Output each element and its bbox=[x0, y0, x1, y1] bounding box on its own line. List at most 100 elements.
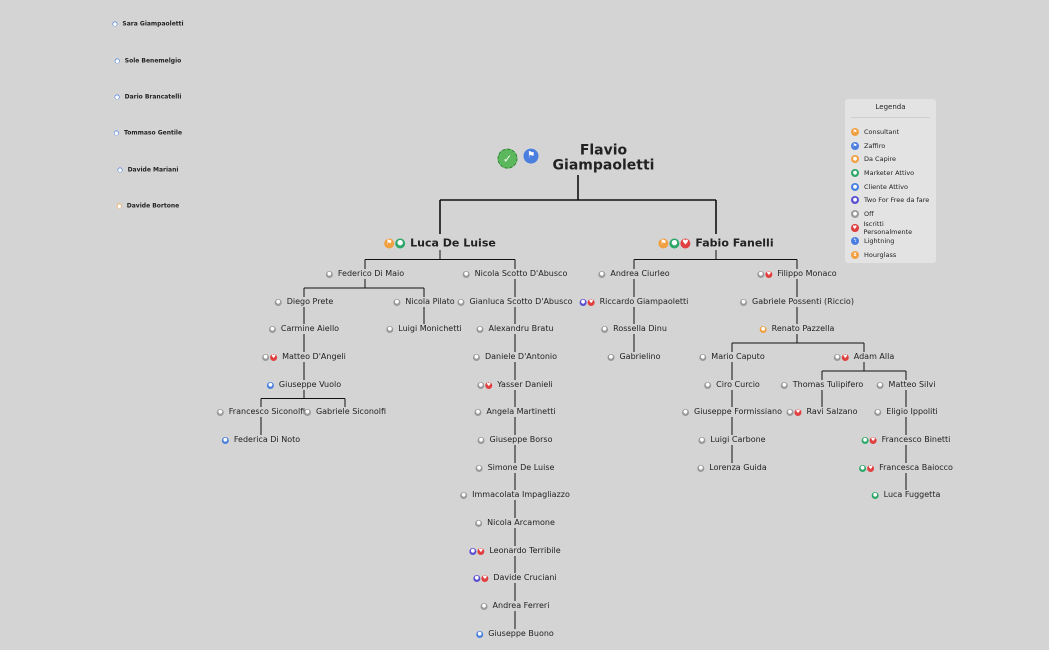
tree-node[interactable]: ●Andrea Ciurleo bbox=[598, 270, 670, 278]
tree-node[interactable]: ●Giuseppe Buono bbox=[476, 630, 554, 638]
side-list-item[interactable]: ●Sole Benemelgio bbox=[114, 58, 181, 65]
user-icon: ● bbox=[474, 408, 482, 416]
node-icons: ●♥ bbox=[473, 574, 489, 582]
tree-node[interactable]: ●Simone De Luise bbox=[475, 464, 554, 472]
user-icon: ● bbox=[262, 353, 270, 361]
tree-node[interactable]: ●Lorenza Guida bbox=[697, 464, 767, 472]
user-icon: ● bbox=[460, 491, 468, 499]
user-icon: ● bbox=[268, 325, 276, 333]
tree-node[interactable]: ●♥Filippo Monaco bbox=[757, 270, 837, 278]
tree-node[interactable]: ●♥Ravi Salzano bbox=[786, 407, 858, 416]
tree-node[interactable]: ●Luigi Monichetti bbox=[386, 325, 462, 333]
tree-node[interactable]: ●♥Riccardo Giampaoletti bbox=[579, 297, 689, 306]
tree-node[interactable]: ●♥Francesco Binetti bbox=[861, 436, 950, 444]
node-icons: ●♥ bbox=[579, 298, 596, 306]
tree-node[interactable]: ●Daniele D'Antonio bbox=[472, 353, 557, 361]
node-icons: ● bbox=[462, 270, 471, 278]
heart-icon: ♥ bbox=[485, 381, 493, 389]
node-icons: ●♥ bbox=[833, 353, 850, 361]
node-label: Francesco Siconolfi bbox=[228, 407, 306, 416]
tree-node[interactable]: ●♥Leonardo Terribile bbox=[469, 547, 561, 555]
node-label: Riccardo Giampaoletti bbox=[599, 297, 689, 306]
node-icons: ● bbox=[266, 381, 275, 389]
side-list-item[interactable]: ●Tommaso Gentile bbox=[113, 130, 182, 137]
node-icons: ● bbox=[697, 464, 705, 472]
tree-node[interactable]: ●Giuseppe Borso bbox=[477, 436, 552, 444]
tree-node[interactable]: ●Rossella Dinu bbox=[601, 325, 667, 333]
tree-node[interactable]: ●Mario Caputo bbox=[699, 353, 765, 361]
heart-icon: ♥ bbox=[869, 436, 877, 444]
user-icon: ● bbox=[476, 630, 484, 638]
tree-node[interactable]: ●♥Adam Alla bbox=[833, 352, 895, 361]
tree-node[interactable]: ●Diego Prete bbox=[274, 298, 333, 306]
tree-node[interactable]: ●♥Matteo D'Angeli bbox=[262, 353, 346, 361]
tree-node[interactable]: ●Federico Di Maio bbox=[325, 270, 404, 278]
tree-node[interactable]: ●Andrea Ferreri bbox=[480, 602, 549, 610]
node-label: Immacolata Impagliazzo bbox=[472, 490, 570, 499]
side-list-label: Sara Giampaoletti bbox=[122, 20, 184, 28]
tree-node[interactable]: ● Immacolata Impagliazzo bbox=[460, 491, 570, 499]
tree-node[interactable]: ●Nicola Pilato bbox=[393, 298, 455, 306]
user-icon: ● bbox=[117, 167, 123, 173]
side-list-item[interactable]: ● Sara Giampaoletti bbox=[112, 20, 184, 28]
tree-node[interactable]: ●Federica Di Noto bbox=[221, 436, 300, 444]
tree-node[interactable]: ●Giuseppe Vuolo bbox=[266, 381, 341, 389]
tree-node[interactable]: ●♥Francesca Baiocco bbox=[859, 464, 953, 472]
tree-node[interactable]: ●Renato Pazzella bbox=[759, 325, 834, 333]
user-icon: ● bbox=[386, 325, 394, 333]
legend-item: ●Da Capire bbox=[851, 152, 930, 166]
tree-node[interactable]: ●Ciro Curcio bbox=[704, 381, 760, 389]
tree-node[interactable]: ●Matteo Silvi bbox=[876, 381, 935, 389]
tree-node[interactable]: ●Angela Martinetti bbox=[474, 408, 556, 416]
legend-divider bbox=[851, 117, 930, 118]
flag-icon: ⚑ bbox=[851, 127, 859, 136]
tree-node[interactable]: ●Carmine Aiello bbox=[268, 325, 339, 333]
user-icon: ● bbox=[698, 436, 706, 444]
tree-node[interactable]: ●Alexandru Bratu bbox=[476, 325, 554, 333]
tree-node[interactable]: ●Gianluca Scotto D'Abusco bbox=[457, 298, 573, 306]
user-icon: ● bbox=[681, 408, 689, 416]
user-icon: ● bbox=[699, 353, 707, 361]
legend-item-label: Off bbox=[864, 209, 874, 218]
legend-item: ●Off bbox=[851, 207, 930, 221]
user-icon: ● bbox=[851, 182, 859, 191]
tree-node[interactable]: ●Nicola Scotto D'Abusco bbox=[462, 270, 567, 278]
tree-node[interactable]: ⚑●Luca De Luise bbox=[384, 238, 496, 249]
node-icons: ●♥ bbox=[859, 464, 875, 472]
tree-node[interactable]: ●Luca Fuggetta bbox=[871, 491, 940, 499]
tree-node[interactable]: ●Gabrielino bbox=[607, 353, 661, 361]
tree-node[interactable]: ●Eligio Ippoliti bbox=[874, 408, 938, 416]
tree-node[interactable]: ●Nicola Arcamone bbox=[475, 519, 555, 527]
tree-node[interactable]: ●Francesco Siconolfi bbox=[216, 407, 306, 416]
tree-node[interactable]: ●Gabriele Siconolfi bbox=[303, 408, 386, 416]
node-icons: ● bbox=[876, 381, 885, 389]
tree-node[interactable]: ●Gabriele Possenti (Riccio) bbox=[740, 298, 854, 306]
root-node[interactable]: ✓⚑Flavio Giampaoletti bbox=[497, 143, 659, 175]
side-list-label: Davide Mariani bbox=[127, 166, 179, 174]
tree-node[interactable]: ●♥Yasser Danieli bbox=[477, 381, 553, 389]
node-icons: ● bbox=[704, 381, 712, 389]
legend-title: Legenda bbox=[875, 103, 906, 111]
node-icons: ● bbox=[303, 408, 312, 416]
tree-node[interactable]: ●Luigi Carbone bbox=[698, 436, 766, 444]
legend-item-label: Cliente Attivo bbox=[864, 182, 908, 191]
user-icon: ● bbox=[477, 436, 485, 444]
node-label: Adam Alla bbox=[853, 352, 895, 361]
user-icon: ● bbox=[871, 491, 879, 499]
legend-item: ●Two For Free da fare bbox=[851, 193, 930, 207]
node-icons: ● bbox=[477, 436, 486, 444]
user-icon: ● bbox=[473, 574, 481, 582]
side-list-item[interactable]: ● Davide Mariani bbox=[117, 166, 179, 174]
user-icon: ● bbox=[462, 270, 470, 278]
tree-node[interactable]: ●Thomas Tulipifero bbox=[780, 381, 863, 389]
tree-node[interactable]: ●Giuseppe Formissiano bbox=[681, 408, 782, 416]
side-list-item[interactable]: ●Davide Bortone bbox=[116, 203, 179, 210]
tree-node[interactable]: ⚑●♥Fabio Fanelli bbox=[658, 238, 774, 249]
side-list-item[interactable]: ●Dario Brancatelli bbox=[114, 94, 181, 101]
user-icon: ● bbox=[112, 21, 118, 27]
node-icons: ● bbox=[472, 353, 481, 361]
node-label: Ravi Salzano bbox=[806, 407, 858, 416]
user-icon: ● bbox=[669, 238, 680, 248]
user-icon: ● bbox=[861, 436, 869, 444]
tree-node[interactable]: ●♥Davide Cruciani bbox=[473, 574, 557, 582]
